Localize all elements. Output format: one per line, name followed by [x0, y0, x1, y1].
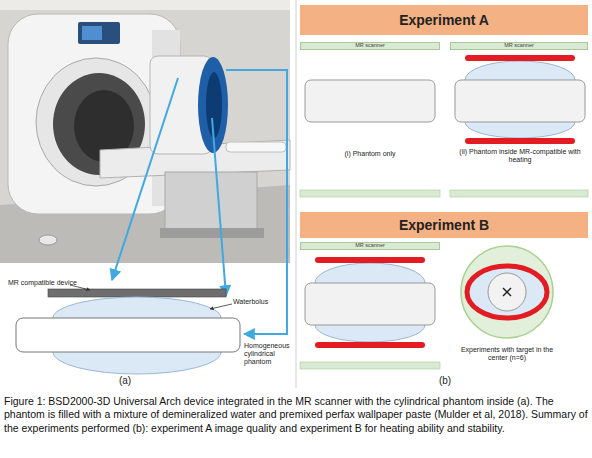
scanner-cross-section [461, 246, 553, 338]
mr-scanner-bar [300, 362, 440, 369]
target-marker [503, 288, 511, 296]
table-foot [160, 228, 264, 238]
heating-device-ring [467, 266, 547, 318]
mr-scanner-bar [300, 190, 440, 197]
annotation-label: Experiments with target in the center (n… [455, 346, 559, 362]
display-screen [82, 26, 102, 40]
section-title: Experiment B [399, 218, 489, 232]
leader-line [212, 118, 226, 296]
scanner-band: MR scanner [300, 242, 440, 250]
ceiling [0, 0, 290, 10]
section-header-band: Experiment A [300, 5, 588, 35]
section-title: Experiment A [399, 13, 489, 27]
section-header-band: Experiment B [300, 212, 588, 238]
mr-compatible-device-bar [48, 289, 226, 297]
phantom [455, 80, 585, 122]
annotation-label: (ii) Phantom inside MR-compatible with h… [455, 148, 585, 164]
band-label: MR scanner [504, 43, 534, 49]
mr-scanner-bar [450, 190, 588, 197]
leader-line [112, 78, 178, 280]
annotation-label: (i) Phantom only [305, 150, 435, 158]
device-schematic [16, 285, 240, 374]
annotation-label: Homogeneous cylindrical phantom [244, 342, 292, 366]
cylindrical-phantom [16, 318, 240, 352]
annotation-label: MR compatible device [8, 279, 98, 287]
annotation-label: Waterbolus [233, 298, 291, 306]
control-device [39, 235, 57, 245]
band-label: MR scanner [355, 43, 385, 49]
scanner-band: MR scanner [300, 42, 440, 50]
room-wall [0, 0, 290, 263]
heating-device-bar [315, 342, 425, 348]
heating-device-bar [465, 55, 575, 61]
device-aperture [206, 72, 222, 138]
phantom [305, 283, 435, 325]
leader-line [210, 304, 232, 309]
scanner-photo [0, 0, 290, 263]
table-cushion [226, 142, 286, 152]
scanner-display [78, 22, 120, 44]
target-marker [503, 288, 511, 296]
scanner-band: MR scanner [450, 42, 588, 50]
heating-device-bar [465, 138, 575, 144]
leader-line [226, 70, 287, 334]
panel-letter: (a) [110, 375, 140, 387]
table-base [165, 172, 257, 230]
phantom-cross-section [488, 273, 526, 311]
band-label: MR scanner [355, 243, 385, 249]
figure-caption: Figure 1: BSD2000-3D Universal Arch devi… [4, 395, 588, 435]
panel-divider [296, 0, 297, 388]
heating-device-bar [315, 257, 425, 263]
phantom [305, 80, 435, 122]
panel-letter: (b) [430, 375, 460, 387]
